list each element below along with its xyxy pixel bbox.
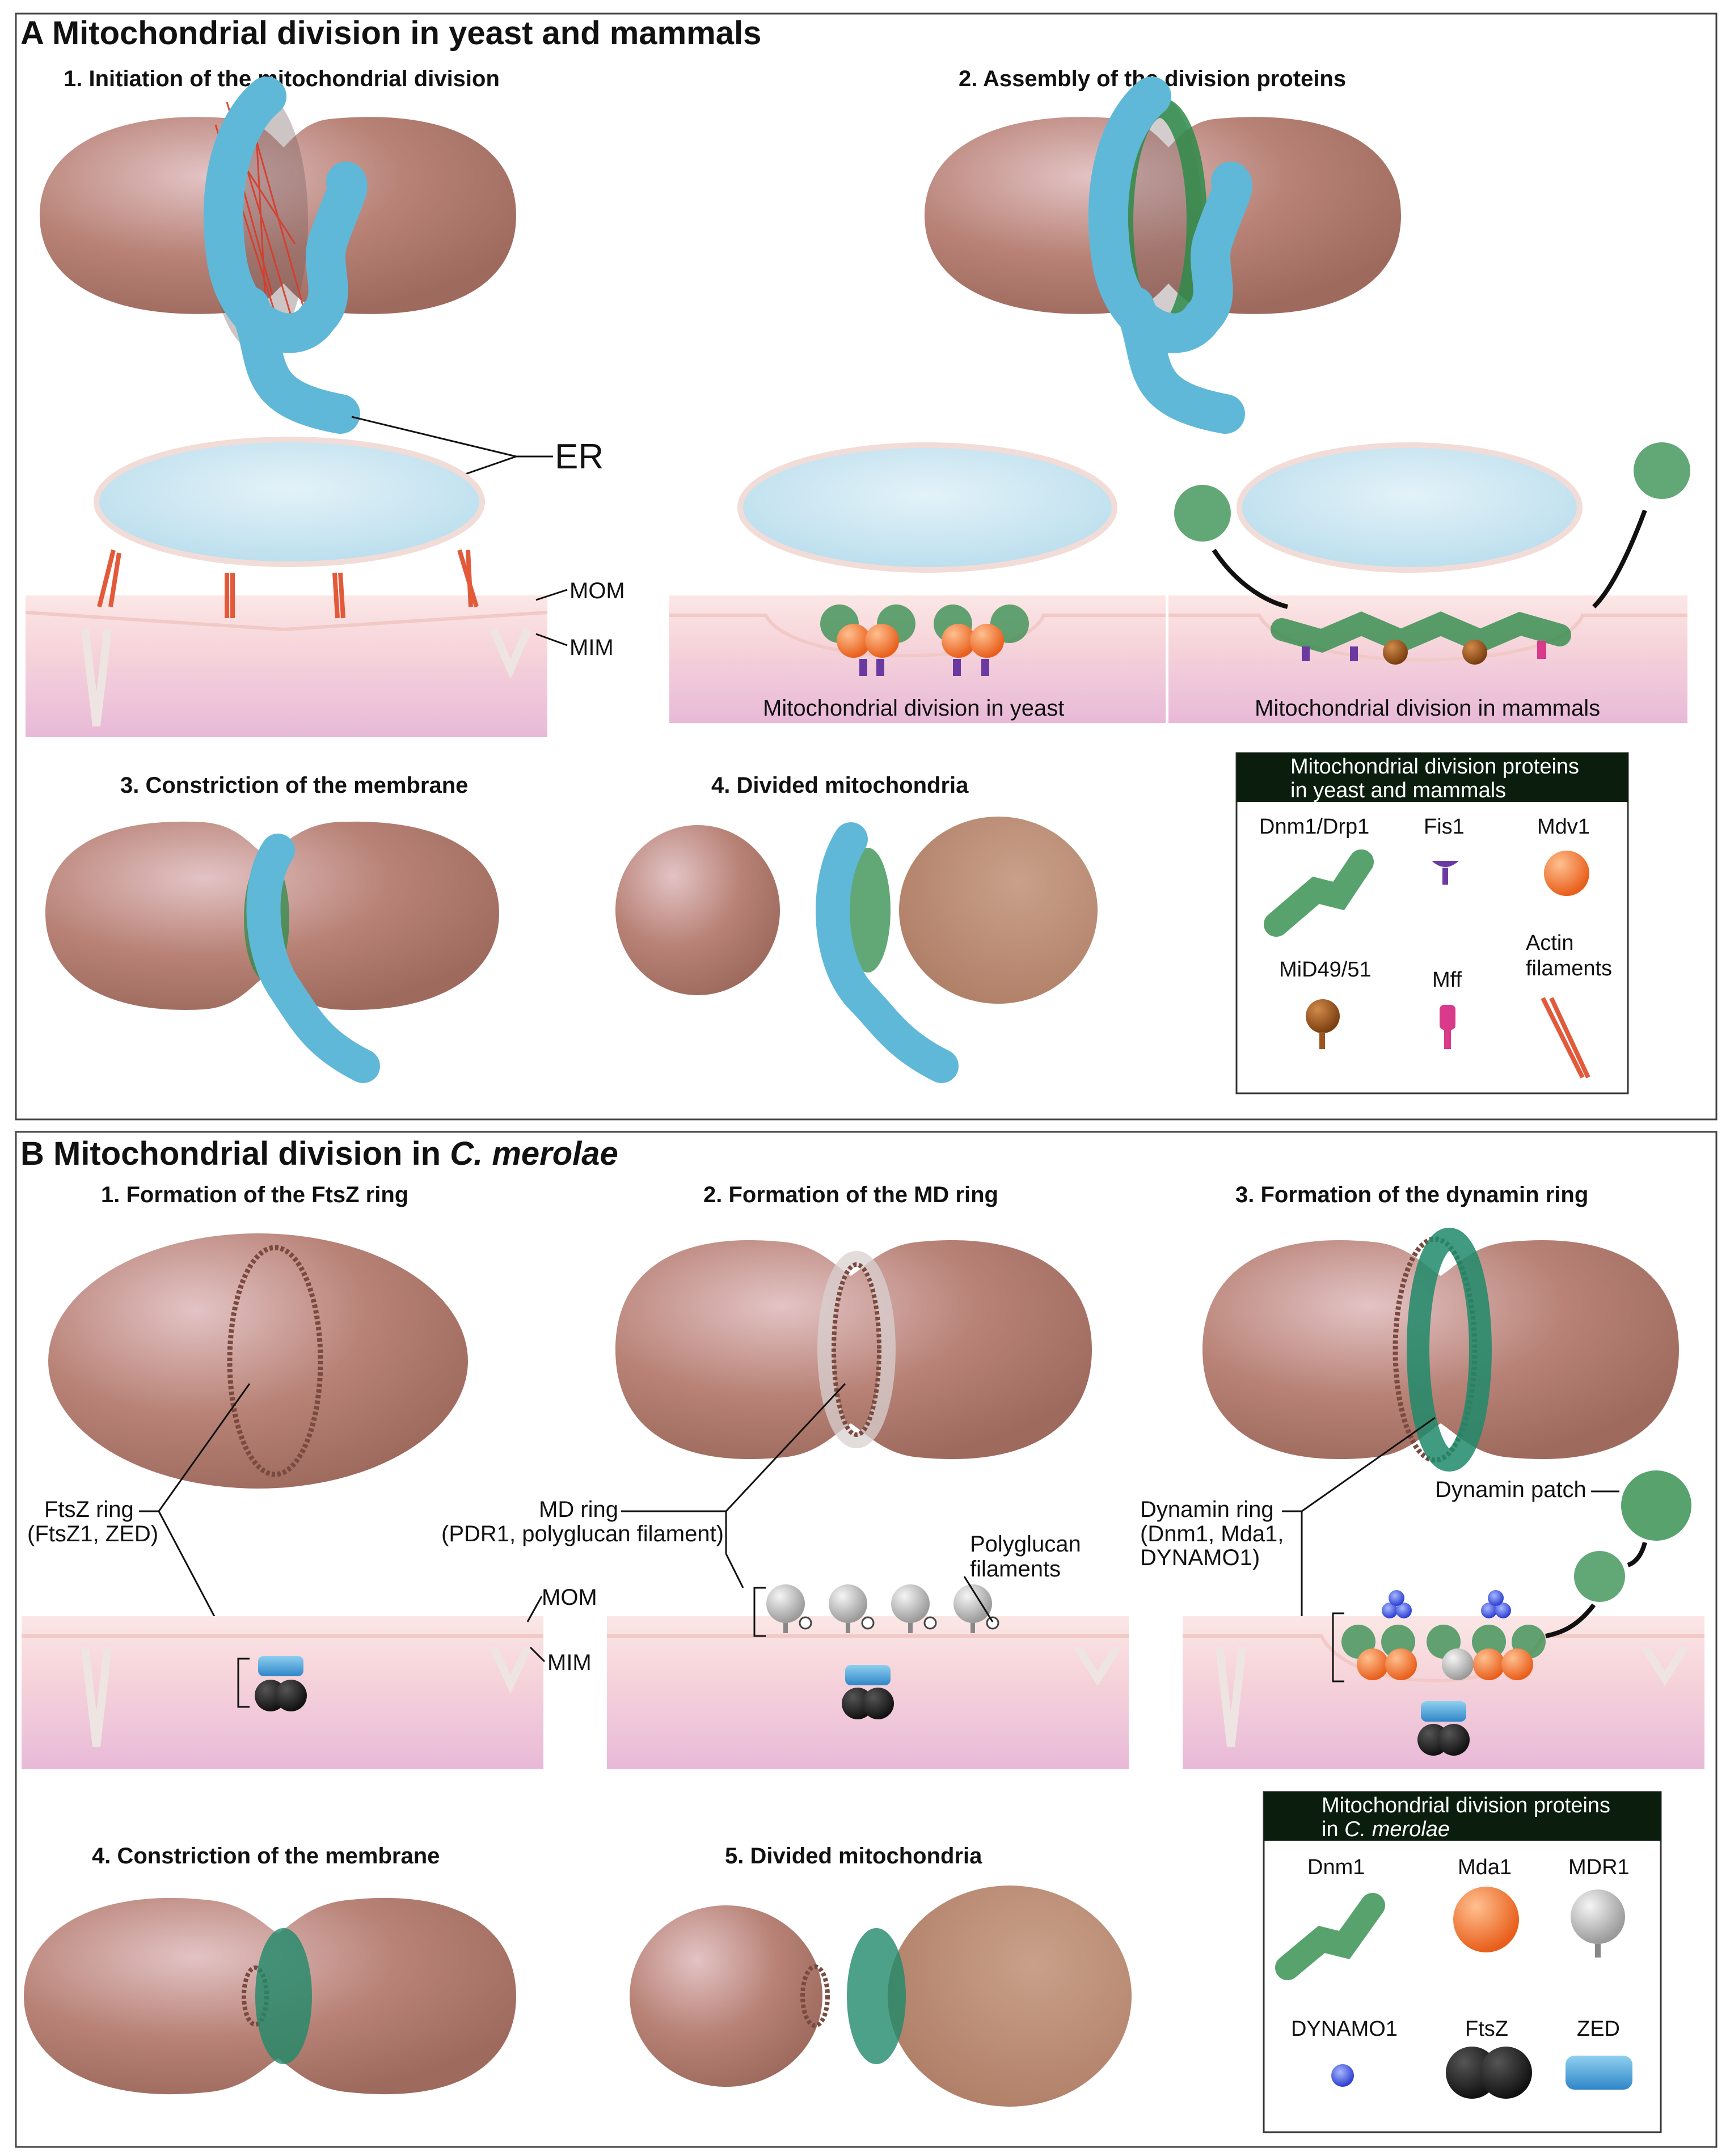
b1-mitochondrion [48,1233,468,1489]
panel-a-title: A Mitochondrial division in yeast and ma… [20,15,761,52]
legend-b-dnm1-icon [1275,1893,1385,1980]
step-b2-title: 2. Formation of the MD ring [703,1182,998,1207]
legend-a-actin-line2: filaments [1526,957,1612,980]
legend-b-dynamo1-icon [1331,2064,1354,2087]
b3-dynamin-complexes [1341,1590,1546,1680]
a2-mammal-complexes [1271,611,1571,665]
mom-label-b: MOM [542,1585,597,1610]
b3-zed [1421,1701,1466,1722]
polyglucan-sublabel: filaments [970,1557,1061,1582]
b5-mitochondria [630,1886,1132,2107]
step-a4-title: 4. Divided mitochondria [711,773,969,798]
legend-a-fis1: Fis1 [1424,815,1465,839]
legend-a-dnm1-icon [1264,849,1374,937]
dynamin-ring-label: Dynamin ring [1140,1497,1274,1522]
legend-a-mff: Mff [1432,968,1462,992]
a2-yeast-er [737,442,1117,573]
ftsz-ring-sublabel: (FtsZ1, ZED) [27,1521,158,1546]
b2-mdr1-row [766,1584,999,1633]
yeast-caption: Mitochondrial division in yeast [763,696,1064,721]
mim-label-b: MIM [547,1650,592,1675]
legend-a-header-line2: in yeast and mammals [1290,779,1506,802]
legend-a-actin-icon [1541,997,1590,1079]
legend-a-header [1237,753,1628,802]
legend-a-mff-icon [1440,1005,1455,1030]
step-b1-title: 1. Formation of the FtsZ ring [101,1182,408,1207]
a2-er-tube-tail [1115,286,1245,434]
a4-mitochondria [615,817,1098,1004]
legend-b-mda1: Mda1 [1458,1855,1512,1879]
step-a3-title: 3. Constriction of the membrane [120,773,468,798]
a2-er-tube [1088,77,1252,353]
er-label: ER [555,437,604,476]
dynamin-patch [1621,1470,1691,1541]
legend-b-zed: ZED [1577,2017,1620,2041]
legend-a-mdv1-icon [1544,851,1589,896]
legend-a-actin-line1: Actin [1526,931,1573,955]
legend-a-header-line1: Mitochondrial division proteins [1290,755,1579,779]
dynamin-patch-small [1574,1551,1625,1602]
dynamin-ring-sublabel1: (Dnm1, Mda1, [1140,1521,1284,1546]
mom-label-a: MOM [569,578,625,603]
legend-a-mdv1: Mdv1 [1537,815,1590,839]
legend-a-mid: MiD49/51 [1279,958,1372,982]
legend-a-mid-icon [1306,999,1340,1033]
b2-mitochondrion [615,1240,1092,1460]
a1-er-tube [203,77,368,353]
legend-b-ftsz: FtsZ [1465,2017,1508,2041]
panel-b-title: B Mitochondrial division in C. merolae [20,1135,618,1172]
legend-a-dnm1: Dnm1/Drp1 [1259,815,1369,839]
legend-a-fis1-icon [1432,861,1459,867]
b4-mitochondrion [24,1897,516,2095]
a2-cytosolic-drp1 [1174,485,1231,542]
step-b3-title: 3. Formation of the dynamin ring [1235,1182,1588,1207]
legend-b-dynamo1: DYNAMO1 [1291,2017,1398,2041]
legend-b-header-line2: in C. merolae [1322,1817,1450,1841]
legend-b-header [1264,1792,1661,1841]
b3-mitochondrion [1202,1228,1679,1472]
b1-ftsz-ring [227,1245,323,1477]
legend-b-header-line1: Mitochondrial division proteins [1322,1794,1610,1817]
ftsz-ring-label: FtsZ ring [44,1497,134,1522]
md-ring-label: MD ring [539,1497,618,1522]
a2-cytosolic-drp1-2 [1634,442,1690,499]
panel-b-frame [15,1131,1718,2148]
step-b4-title: 4. Constriction of the membrane [92,1844,440,1868]
a1-actin-filaments [97,549,479,619]
mim-label-a: MIM [569,635,614,660]
panel-a-frame [15,12,1718,1121]
dynamin-ring-sublabel2: DYNAMO1) [1140,1545,1260,1570]
legend-b-mdr1-icon [1571,1889,1625,1944]
step-b5-title: 5. Divided mitochondria [725,1844,982,1868]
polyglucan-label: Polyglucan [970,1532,1081,1557]
legend-b-dnm1: Dnm1 [1307,1855,1365,1879]
b2-zed [845,1665,891,1685]
a2-yeast-complexes [820,604,1029,676]
b1-zed [258,1656,303,1676]
a3-er-tube [246,834,380,1083]
mammals-caption: Mitochondrial division in mammals [1255,696,1600,721]
legend-b-zed-icon [1566,2056,1632,2090]
b1-ftsz-b [275,1680,307,1711]
legend-b-mdr1: MDR1 [1568,1855,1630,1879]
a4-er-tube [816,822,959,1083]
md-ring-sublabel: (PDR1, polyglucan filament) [441,1521,724,1546]
a2-mammal-er [1237,442,1583,573]
dynamin-patch-label: Dynamin patch [1435,1477,1586,1502]
a1-er-tube-tail [230,286,360,434]
legend-b-mda1-icon [1453,1887,1519,1952]
a1-er-cisterna [94,437,485,567]
